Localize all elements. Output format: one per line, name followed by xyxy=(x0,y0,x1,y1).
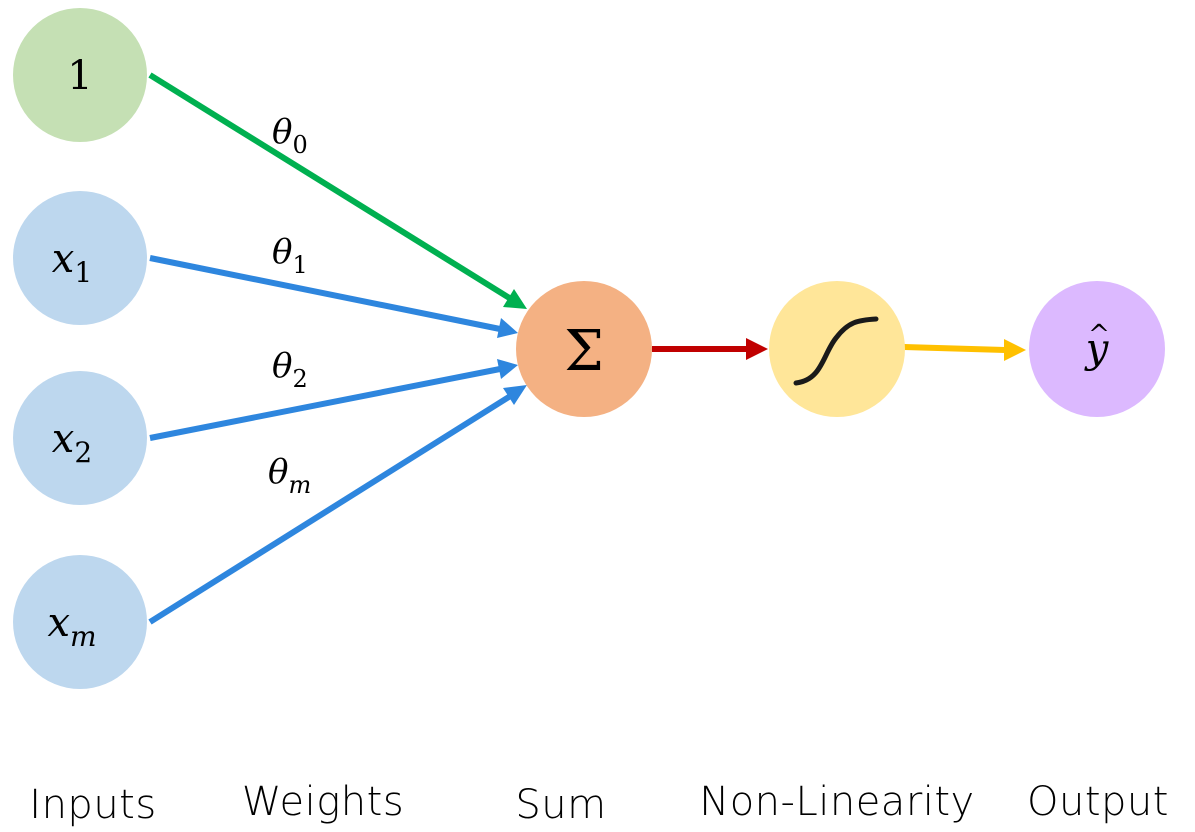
sigmoid-curve-icon xyxy=(793,316,879,386)
caption-output: Output xyxy=(1027,779,1169,825)
caption-weights: Weights xyxy=(242,779,404,825)
caption-nonlinearity: Non-Linearity xyxy=(699,779,974,825)
edge-sum-arrowhead xyxy=(746,338,768,360)
weight-theta-2: θ2 xyxy=(272,346,308,393)
edge-nonlinearity-to-output xyxy=(903,344,1006,353)
input-nodes: 1 x1 x2 xm xyxy=(13,8,147,689)
caption-sum: Sum xyxy=(515,782,606,828)
bias-node-label: 1 xyxy=(67,53,92,99)
edge-xm-arrowhead xyxy=(503,385,527,405)
input-x1-label: x1 xyxy=(52,236,92,289)
bias-node: 1 xyxy=(13,8,147,142)
nonlinearity-node xyxy=(769,281,905,417)
weight-theta-0: θ0 xyxy=(272,112,308,159)
output-y-label: y xyxy=(1084,326,1110,372)
input-node-x1: x1 xyxy=(13,191,147,325)
input-xm-label: xm xyxy=(47,600,96,653)
weight-theta-1: θ1 xyxy=(272,232,308,279)
edge-bias-to-sum xyxy=(148,72,513,302)
output-node: y ^ xyxy=(1029,281,1165,417)
output-hat: ^ xyxy=(1088,320,1110,350)
edge-x2-arrowhead xyxy=(497,359,518,379)
edges xyxy=(148,72,1026,625)
edge-xm-to-sum xyxy=(148,392,514,625)
weight-theta-m: θm xyxy=(268,452,311,499)
caption-inputs: Inputs xyxy=(29,782,156,828)
edge-x2-to-sum xyxy=(149,366,501,441)
input-x2-label: x2 xyxy=(52,416,92,469)
edge-x1-to-sum xyxy=(149,255,501,332)
input-node-x2: x2 xyxy=(13,371,147,505)
weight-labels: θ0 θ1 θ2 θm xyxy=(268,112,311,499)
captions: Inputs Weights Sum Non-Linearity Output xyxy=(29,779,1169,828)
input-node-xm: xm xyxy=(13,555,147,689)
edge-bias-arrowhead xyxy=(503,289,527,309)
sum-node: Σ xyxy=(516,281,652,417)
edge-nonlinearity-arrowhead xyxy=(1004,339,1026,361)
sum-symbol: Σ xyxy=(564,319,604,384)
edge-x1-arrowhead xyxy=(497,318,518,338)
